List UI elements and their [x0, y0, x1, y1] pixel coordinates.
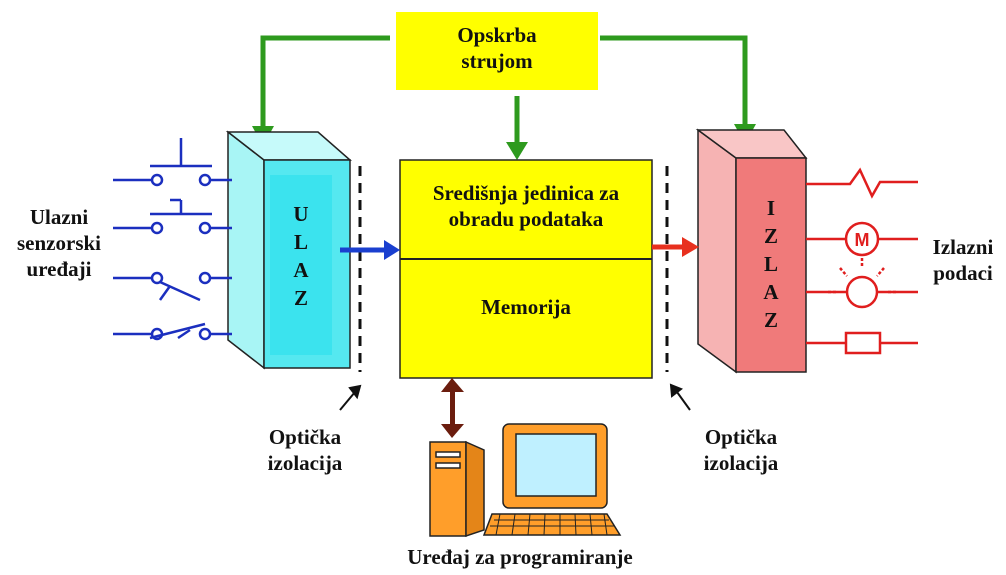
output-block-label: I Z L A Z: [763, 196, 779, 332]
cpu-label: Središnja jedinica za obradu podataka: [432, 181, 620, 231]
output-actuators: [806, 167, 918, 355]
optical-isolation-left-label: Optička izolacija: [267, 425, 343, 475]
supply-lines: [260, 35, 748, 148]
programmer-label: Uređaj za programiranje: [407, 545, 633, 569]
memory-label: Memorija: [481, 295, 571, 319]
optical-pointers: [339, 383, 691, 411]
power-supply-label: Opskrba strujom: [457, 23, 537, 73]
input-arrow: [340, 240, 400, 260]
motor-letter: M: [855, 230, 870, 250]
sensor-switches: [113, 138, 232, 341]
input-block-label: U L A Z: [293, 202, 309, 310]
programmer-arrow: [441, 378, 464, 438]
cpu-box: [399, 159, 653, 379]
input-devices-label: Ulazni senzorski uređaji: [17, 205, 101, 281]
power-supply-box: [396, 12, 598, 90]
output-arrow: [652, 237, 699, 257]
input-block: [225, 130, 352, 370]
optical-isolation-right-label: Optička izolacija: [703, 425, 779, 475]
output-block: [695, 128, 808, 374]
computer-icon: [429, 423, 622, 538]
output-data-label: Izlazni podaci: [932, 235, 994, 285]
